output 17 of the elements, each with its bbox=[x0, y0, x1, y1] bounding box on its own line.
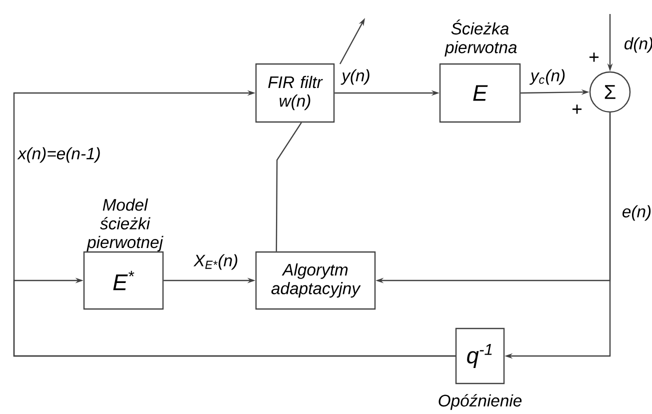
plus-sign: + bbox=[572, 104, 582, 114]
block-box: q$^{-1}$ bbox=[455, 328, 505, 384]
edge-label: y(n) bbox=[340, 69, 370, 85]
block-caption: Ścieżka pierwotna bbox=[444, 19, 517, 57]
block-caption: Model ścieżki pierwotnej bbox=[86, 198, 164, 252]
block-box: FIR filtr w(n) bbox=[255, 63, 335, 123]
variable-label: x(n)=e(n-1) bbox=[17, 147, 100, 163]
signal-arrow bbox=[13, 278, 456, 357]
block-caption: Opóźnienie bbox=[438, 394, 522, 410]
block-box: E$^{*}$ bbox=[83, 251, 164, 310]
edge-label: y$_{c}$(n) bbox=[529, 69, 565, 85]
block-box: E bbox=[439, 63, 521, 123]
block-box: Algorytm adaptacyjny bbox=[255, 251, 376, 310]
plus-sign: + bbox=[589, 52, 599, 62]
summing-junction: Σ bbox=[589, 71, 631, 113]
edge-label: e(n) bbox=[622, 205, 651, 221]
edge-label: X$_{E*}$(n) bbox=[193, 254, 238, 270]
